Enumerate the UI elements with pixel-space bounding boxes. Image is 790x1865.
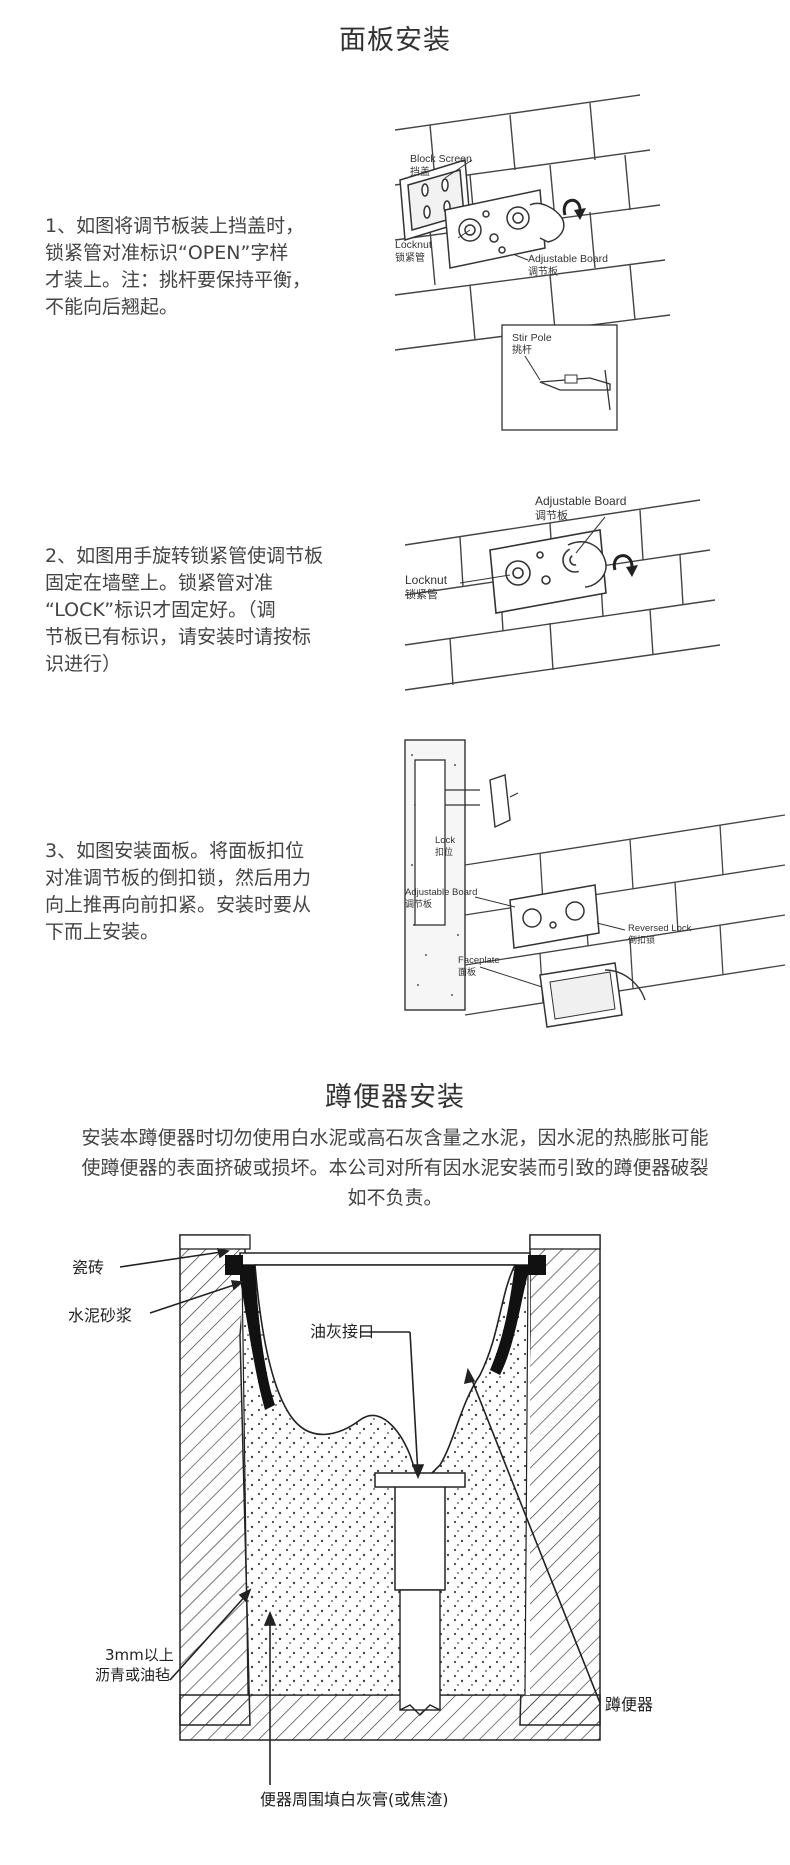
label-locknut-cn: 锁紧管 xyxy=(405,587,438,601)
label-reversed-lock-cn: 倒扣锁 xyxy=(628,934,655,945)
label-locknut-en: Locknut xyxy=(405,573,448,587)
step-2-line: 固定在墙壁上。锁紧管对准 xyxy=(45,572,274,594)
installation-warning: 安装本蹲便器时切勿使用白水泥或高石灰含量之水泥，因水泥的热膨胀可能 使蹲便器的表… xyxy=(40,1123,750,1213)
figure-1-adjustable-board-install: Block Screen 挡盖 Locknut 锁紧管 Adjustable B… xyxy=(394,94,671,431)
step-2-line: 2、如图用手旋转锁紧管使调节板 xyxy=(45,545,324,567)
label-adjustable-board-cn: 调节板 xyxy=(528,265,558,278)
label-squat-toilet: 蹲便器 xyxy=(605,1695,653,1714)
label-locknut-en: Locknut xyxy=(395,239,432,251)
label-stir-pole-cn: 挑杆 xyxy=(512,343,532,356)
label-fill-material: 便器周围填白灰膏(或焦渣) xyxy=(260,1790,449,1809)
label-adjustable-board-en: Adjustable Board xyxy=(405,887,477,898)
warning-line: 安装本蹲便器时切勿使用白水泥或高石灰含量之水泥，因水泥的热膨胀可能 xyxy=(81,1127,709,1149)
label-reversed-lock-en: Reversed Lock xyxy=(628,923,692,934)
step-2-line: 识进行） xyxy=(45,653,122,675)
label-asphalt-thickness: 3mm以上 xyxy=(105,1646,174,1664)
label-block-screen-cn: 挡盖 xyxy=(410,165,430,178)
step-3-line: 对准调节板的倒扣锁，然后用力 xyxy=(45,867,312,889)
warning-line: 使蹲便器的表面挤破或损坏。本公司对所有因水泥安装而引致的蹲便器破裂 xyxy=(81,1157,709,1179)
step-1-line: 1、如图将调节板装上挡盖时， xyxy=(45,215,305,237)
step-2-line: 节板已有标识，请安装时请按标 xyxy=(45,626,312,648)
figure-2-lock-board: Adjustable Board 调节板 Locknut 锁紧管 xyxy=(404,494,721,691)
section-title-squat-toilet-install: 蹲便器安装 xyxy=(325,1082,465,1113)
step-1-line: 不能向后翘起。 xyxy=(45,296,179,318)
label-adjustable-board-cn: 调节板 xyxy=(405,898,432,909)
step-3-line: 3、如图安装面板。将面板扣位 xyxy=(45,840,305,862)
label-tile: 瓷砖 xyxy=(72,1258,104,1277)
label-adjustable-board-cn: 调节板 xyxy=(535,508,568,522)
label-lock-cn: 扣位 xyxy=(435,846,453,857)
squat-toilet-cross-section: 瓷砖 水泥砂浆 油灰接口 3mm以上 沥青或油毡 蹲便器 便器周围填白灰膏(或焦… xyxy=(68,1234,653,1809)
label-locknut-cn: 锁紧管 xyxy=(395,251,425,264)
figure-3-faceplate-install: Lock 扣位 Adjustable Board 调节板 Reversed Lo… xyxy=(404,739,785,1028)
section-title-panel-install: 面板安装 xyxy=(339,25,451,56)
warning-line: 如不负责。 xyxy=(347,1187,443,1209)
step-2-text: 2、如图用手旋转锁紧管使调节板 固定在墙壁上。锁紧管对准 “LOCK”标识才固定… xyxy=(45,543,365,678)
step-3-text: 3、如图安装面板。将面板扣位 对准调节板的倒扣锁，然后用力 向上推再向前扣紧。安… xyxy=(45,838,365,946)
step-1-text: 1、如图将调节板装上挡盖时， 锁紧管对准标识“OPEN”字样 才装上。注：挑杆要… xyxy=(45,213,365,321)
stir-pole-inset xyxy=(501,324,618,431)
label-adjustable-board-en: Adjustable Board xyxy=(535,494,626,508)
label-asphalt-material: 沥青或油毡 xyxy=(95,1666,170,1684)
label-block-screen-en: Block Screen xyxy=(410,153,472,165)
step-2-line: “LOCK”标识才固定好。（调 xyxy=(45,599,276,621)
label-stir-pole-en: Stir Pole xyxy=(512,332,552,344)
label-adjustable-board-en: Adjustable Board xyxy=(528,253,608,265)
step-3-line: 向上推再向前扣紧。安装时要从 xyxy=(45,894,312,916)
label-faceplate-cn: 面板 xyxy=(458,966,476,977)
step-3-line: 下而上安装。 xyxy=(45,921,160,943)
label-putty-joint: 油灰接口 xyxy=(310,1322,374,1341)
step-1-line: 锁紧管对准标识“OPEN”字样 xyxy=(45,242,289,264)
label-faceplate-en: Faceplate xyxy=(458,955,500,966)
label-lock-en: Lock xyxy=(435,835,455,846)
step-1-line: 才装上。注：挑杆要保持平衡， xyxy=(45,269,312,291)
label-cement-mortar: 水泥砂浆 xyxy=(68,1306,132,1325)
